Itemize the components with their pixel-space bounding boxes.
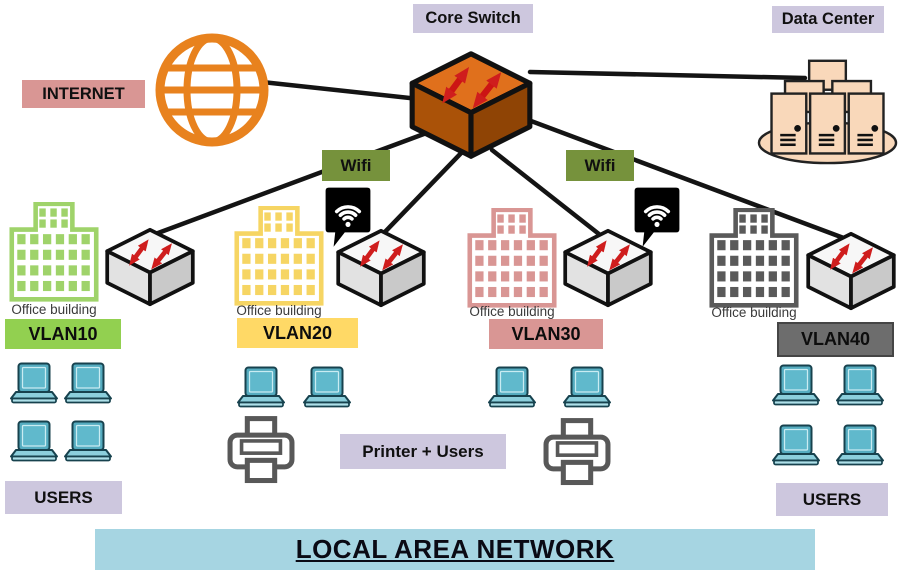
diagram-title: LOCAL AREA NETWORK — [95, 529, 815, 570]
core-switch-label: Core Switch — [413, 4, 533, 33]
link-core-switch3 — [489, 147, 607, 241]
switch-icon-vlan40 — [804, 231, 898, 311]
laptop-icon — [562, 366, 612, 408]
laptop-icon — [63, 420, 113, 462]
core-switch-icon — [407, 50, 535, 160]
wifi-label-2: Wifi — [566, 150, 634, 181]
printer-icon — [541, 414, 613, 492]
link-core-datacenter — [527, 69, 808, 81]
link-core-switch4 — [512, 112, 852, 243]
laptop-icon — [63, 362, 113, 404]
laptop-icon — [771, 424, 821, 466]
office-building-caption-4: Office building — [711, 305, 797, 320]
laptop-icon — [487, 366, 537, 408]
office-building-icon-vlan10 — [8, 202, 100, 303]
office-building-icon-vlan20 — [233, 206, 325, 307]
laptop-icon — [835, 424, 885, 466]
users-label-left: USERS — [5, 481, 122, 514]
vlan30-box: VLAN30 — [489, 319, 603, 349]
laptop-icon — [835, 364, 885, 406]
internet-label: INTERNET — [22, 80, 145, 108]
laptop-icon — [9, 420, 59, 462]
wifi-signal-icon-1 — [324, 186, 372, 250]
switch-icon-vlan10 — [103, 227, 197, 307]
data-center-icon — [755, 55, 900, 166]
office-building-icon-vlan30 — [466, 208, 558, 309]
office-building-caption-3: Office building — [469, 304, 555, 319]
users-label-right: USERS — [776, 483, 888, 516]
wifi-label-1: Wifi — [322, 150, 390, 181]
laptop-icon — [236, 366, 286, 408]
office-building-caption-1: Office building — [11, 302, 97, 317]
office-building-caption-2: Office building — [236, 303, 322, 318]
link-internet-core — [259, 79, 431, 103]
data-center-label: Data Center — [772, 6, 884, 33]
printer-icon — [225, 412, 297, 490]
laptop-icon — [9, 362, 59, 404]
office-building-icon-vlan40 — [708, 208, 800, 309]
vlan20-box: VLAN20 — [237, 318, 358, 348]
link-core-switch2 — [378, 145, 469, 239]
vlan10-box: VLAN10 — [5, 319, 121, 349]
laptop-icon — [771, 364, 821, 406]
laptop-icon — [302, 366, 352, 408]
vlan40-box: VLAN40 — [777, 322, 894, 357]
internet-globe-icon — [152, 30, 272, 150]
wifi-signal-icon-2 — [633, 186, 681, 250]
link-core-switch1 — [147, 122, 451, 239]
printer-users-label: Printer + Users — [340, 434, 506, 469]
